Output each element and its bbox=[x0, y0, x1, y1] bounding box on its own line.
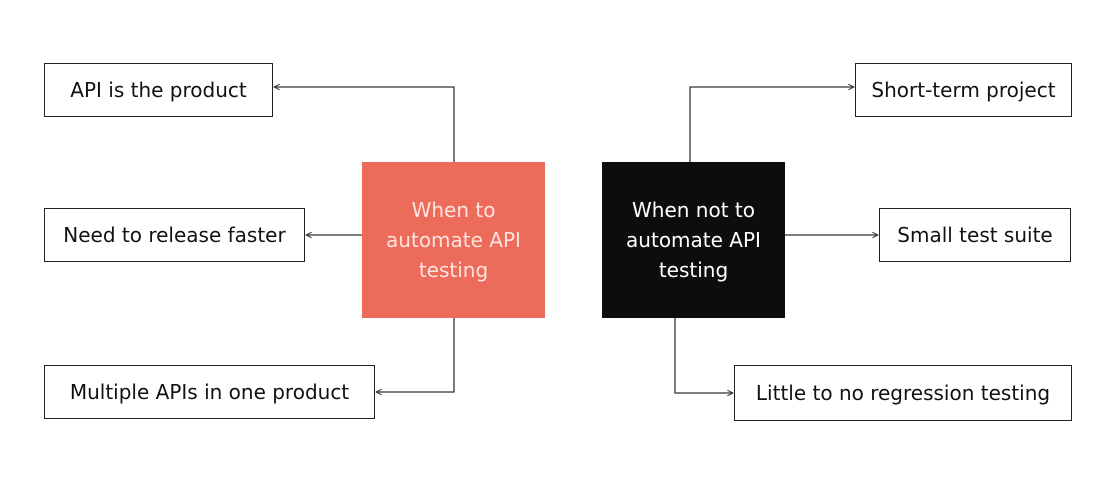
center-box-when-to-automate: When to automate API testing bbox=[362, 162, 545, 318]
center-box-when-not-to-automate: When not to automate API testing bbox=[602, 162, 785, 318]
center-right-label: When not to automate API testing bbox=[626, 198, 761, 282]
leaf-api-is-the-product: API is the product bbox=[44, 63, 273, 117]
leaf-short-term-project: Short-term project bbox=[855, 63, 1072, 117]
center-left-label: When to automate API testing bbox=[386, 198, 521, 282]
connector-left-bottom bbox=[376, 318, 455, 392]
leaf-little-to-no-regression-testing: Little to no regression testing bbox=[734, 365, 1072, 421]
leaf-need-to-release-faster: Need to release faster bbox=[44, 208, 305, 262]
connector-right-top bbox=[689, 87, 854, 162]
connector-left-top bbox=[274, 87, 455, 162]
connector-right-bottom bbox=[674, 318, 733, 393]
leaf-small-test-suite: Small test suite bbox=[879, 208, 1071, 262]
leaf-multiple-apis-in-one-product: Multiple APIs in one product bbox=[44, 365, 375, 419]
